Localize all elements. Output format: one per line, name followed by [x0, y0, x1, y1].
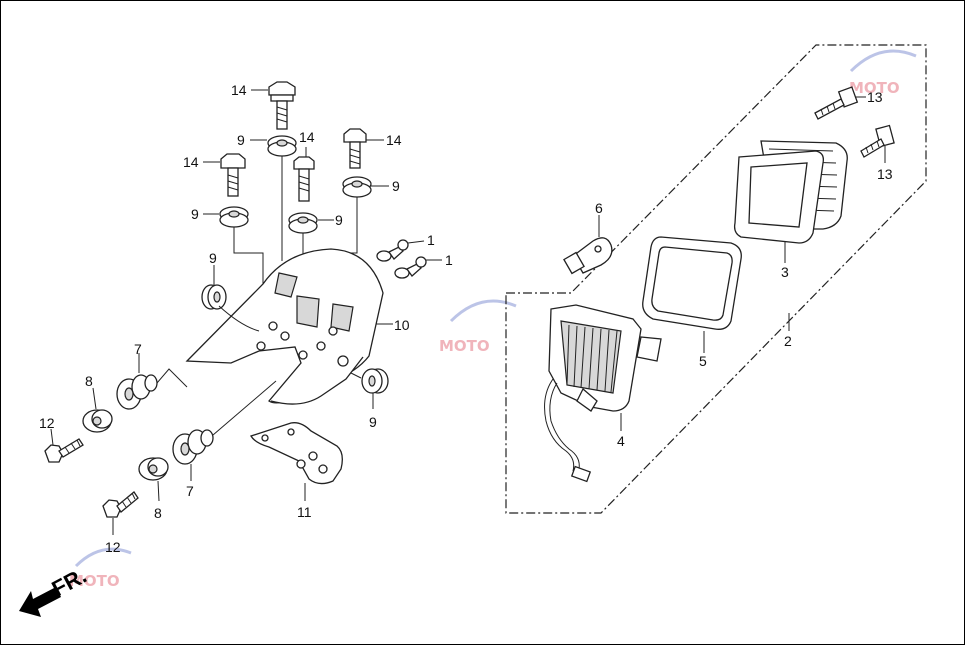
- bulb-6: [563, 215, 613, 275]
- callout-8: 8: [154, 505, 162, 521]
- callout-11: 11: [297, 504, 312, 520]
- callout-5: 5: [699, 353, 707, 369]
- callout-9: 9: [369, 414, 377, 430]
- front-direction-arrow: FR.: [19, 563, 91, 617]
- svg-text:MOTO: MOTO: [439, 337, 490, 355]
- callout-9: 9: [191, 206, 199, 222]
- bolt-12-a: [44, 428, 84, 463]
- screw-13-b: [860, 124, 895, 163]
- watermark-middle: MOTO: [439, 299, 517, 355]
- callout-1: 1: [445, 252, 453, 268]
- callout-14: 14: [386, 132, 402, 148]
- callout-14: 14: [231, 82, 247, 98]
- grommet-9-a: [250, 135, 297, 261]
- callout-7: 7: [134, 341, 142, 357]
- callout-3: 3: [781, 264, 789, 280]
- callout-1: 1: [427, 232, 435, 248]
- callout-2: 2: [784, 333, 792, 349]
- callout-7: 7: [186, 483, 194, 499]
- collar-8-a: [82, 387, 113, 433]
- callout-9: 9: [209, 250, 217, 266]
- pin-1-b: [394, 256, 442, 279]
- callout-4: 4: [617, 433, 625, 449]
- callout-13: 13: [877, 166, 893, 182]
- svg-text:MOTO: MOTO: [69, 572, 120, 590]
- grommet-9-c: [203, 206, 264, 301]
- svg-text:MOTO: MOTO: [849, 79, 900, 97]
- callout-12: 12: [39, 415, 55, 431]
- grommet-9-e: [201, 265, 227, 310]
- bolt-14-c: [203, 153, 246, 197]
- callout-9: 9: [392, 178, 400, 194]
- bush-7-a: [116, 353, 188, 410]
- callout-14: 14: [299, 129, 315, 145]
- collar-8-b: [138, 457, 169, 502]
- bush-7-b: [172, 380, 277, 481]
- pin-1-a: [376, 239, 425, 262]
- callout-9: 9: [335, 212, 343, 228]
- watermark-bottom-left: MOTO: [69, 547, 132, 590]
- grommet-9-b: [318, 176, 389, 271]
- lens-gasket-5: [642, 236, 742, 353]
- callout-10: 10: [394, 317, 410, 333]
- license-plate-bracket-10: [185, 248, 393, 405]
- callout-9: 9: [237, 132, 245, 148]
- tail-light-housing-4: [544, 304, 662, 483]
- callout-8: 8: [85, 373, 93, 389]
- outer-lens-3: [733, 140, 848, 263]
- watermark-top-right: MOTO: [849, 49, 917, 97]
- bolt-14-d: [343, 128, 384, 169]
- callout-12: 12: [105, 539, 121, 555]
- bolt-12-b: [102, 491, 139, 535]
- bolt-14-b: [293, 147, 315, 202]
- grommet-9-f: [350, 368, 389, 409]
- callout-6: 6: [595, 200, 603, 216]
- screw-13-a: [814, 86, 866, 120]
- callout-14: 14: [183, 154, 199, 170]
- bolt-14-a: [251, 81, 296, 130]
- mounting-plate-11: [250, 422, 343, 501]
- callout-13: 13: [867, 89, 883, 105]
